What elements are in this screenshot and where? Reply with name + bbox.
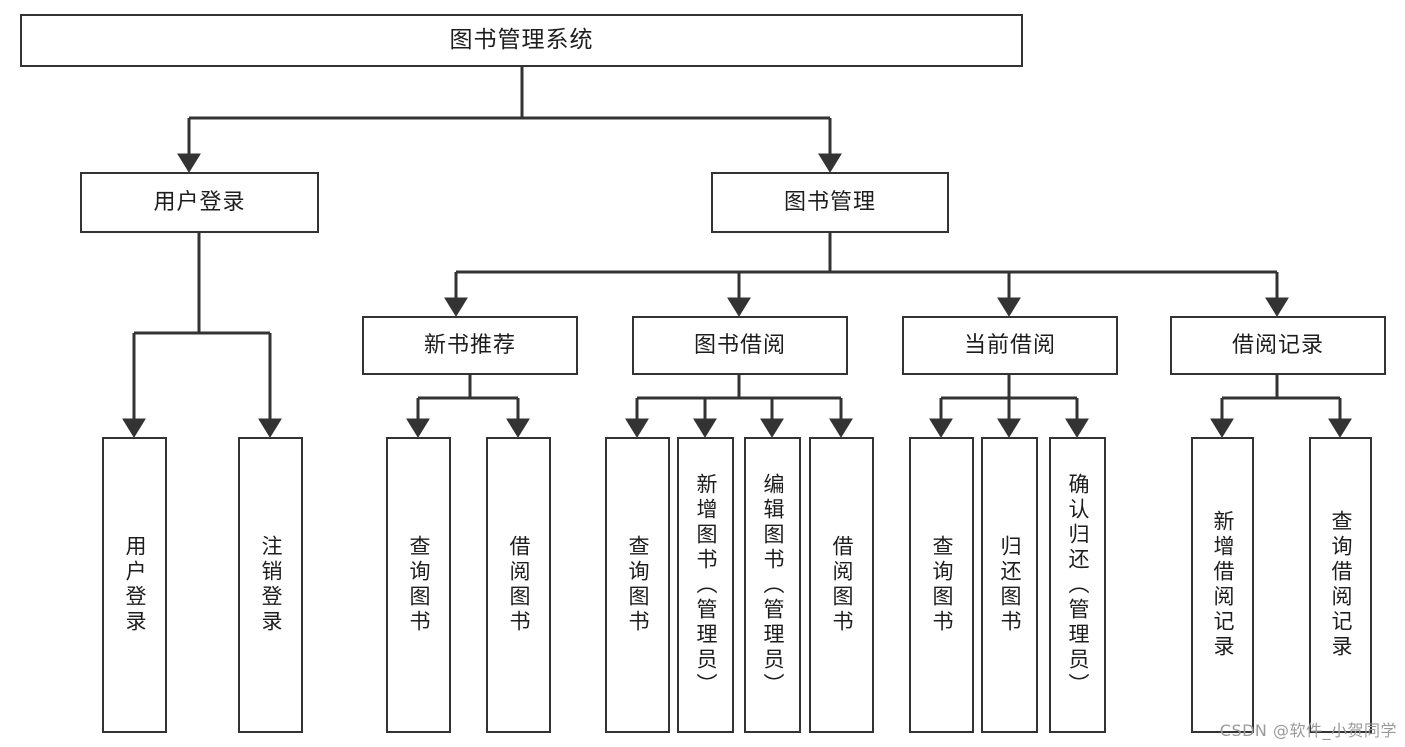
leaf-query-book-recommend[interactable]: 查询图书 [386, 437, 451, 733]
node-label: 借阅记录 [1231, 332, 1324, 358]
node-label: 归还图书 [998, 535, 1022, 635]
leaf-query-book-current[interactable]: 查询图书 [909, 437, 974, 733]
leaf-add-borrow-record[interactable]: 新增借阅记录 [1191, 437, 1254, 733]
node-label: 新增图书（管理员） [694, 472, 718, 698]
node-label: 查询图书 [930, 535, 954, 635]
leaf-confirm-return-admin[interactable]: 确认归还（管理员） [1049, 437, 1106, 733]
node-new-book-recommend[interactable]: 新书推荐 [362, 316, 578, 375]
node-label: 图书管理系统 [449, 27, 594, 54]
node-label: 注销登录 [259, 535, 283, 635]
leaf-edit-book-admin[interactable]: 编辑图书（管理员） [744, 437, 801, 733]
node-label: 用户登录 [123, 535, 147, 635]
node-borrow-record[interactable]: 借阅记录 [1170, 316, 1386, 375]
node-book-management[interactable]: 图书管理 [711, 172, 949, 233]
leaf-add-book-admin[interactable]: 新增图书（管理员） [677, 437, 734, 733]
node-label: 借阅图书 [507, 535, 531, 635]
node-user-login[interactable]: 用户登录 [80, 172, 319, 233]
leaf-user-login[interactable]: 用户登录 [102, 437, 167, 733]
node-label: 当前借阅 [963, 332, 1056, 358]
node-label: 查询借阅记录 [1329, 510, 1353, 660]
leaf-borrow-book[interactable]: 借阅图书 [809, 437, 874, 733]
leaf-logout[interactable]: 注销登录 [238, 437, 303, 733]
leaf-query-borrow-record[interactable]: 查询借阅记录 [1309, 437, 1372, 733]
node-label: 借阅图书 [830, 535, 854, 635]
node-label: 新书推荐 [423, 332, 516, 358]
csdn-watermark: CSDN @软件_小贺同学 [1219, 721, 1397, 740]
leaf-borrow-book-recommend[interactable]: 借阅图书 [486, 437, 551, 733]
node-label: 用户登录 [153, 189, 246, 215]
leaf-return-book[interactable]: 归还图书 [981, 437, 1038, 733]
node-label: 查询图书 [407, 535, 431, 635]
leaf-query-book-borrow[interactable]: 查询图书 [605, 437, 670, 733]
node-label: 确认归还（管理员） [1066, 472, 1090, 698]
node-label: 新增借阅记录 [1211, 510, 1235, 660]
node-label: 查询图书 [626, 535, 650, 635]
node-root-book-management-system[interactable]: 图书管理系统 [20, 14, 1023, 67]
node-label: 编辑图书（管理员） [761, 472, 785, 698]
node-book-borrow[interactable]: 图书借阅 [632, 316, 848, 375]
node-label: 图书管理 [783, 189, 876, 215]
node-current-borrow[interactable]: 当前借阅 [902, 316, 1118, 375]
node-label: 图书借阅 [693, 332, 786, 358]
